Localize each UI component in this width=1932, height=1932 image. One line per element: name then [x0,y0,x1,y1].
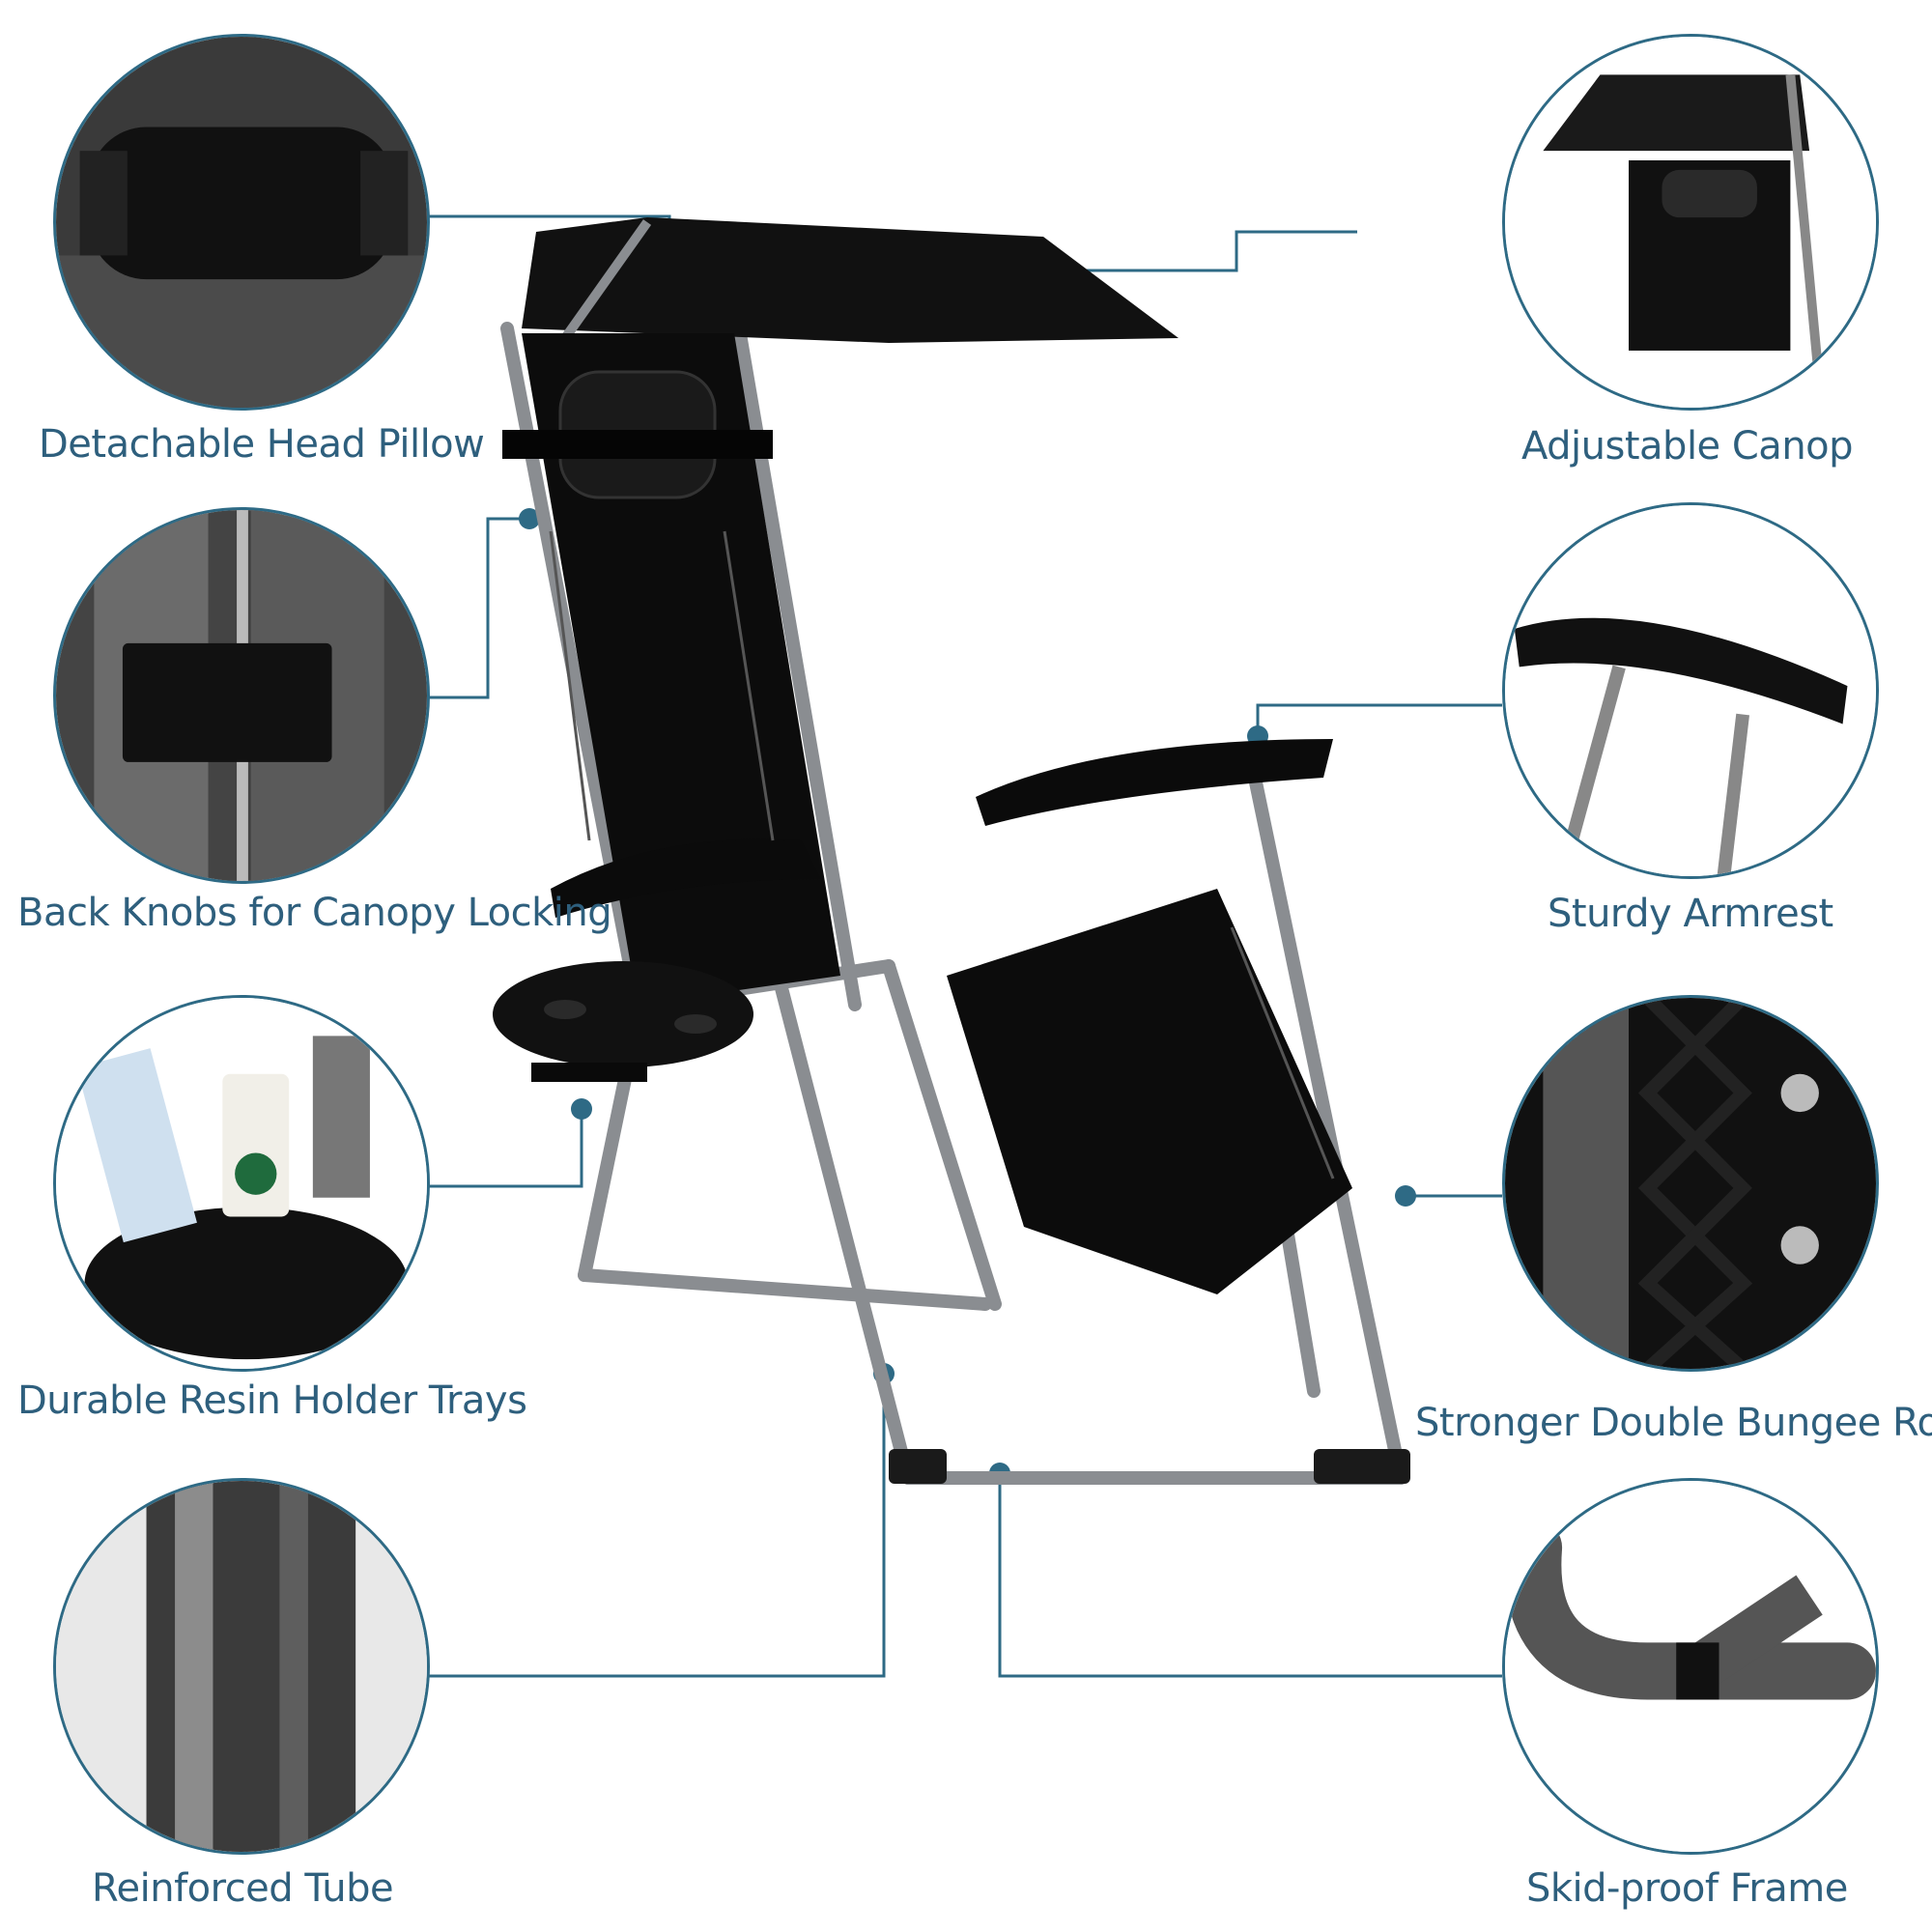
label-skid-proof-frame: Skid-proof Frame [1526,1866,1848,1911]
canopy-closeup [1502,34,1879,411]
label-holder-trays: Durable Resin Holder Trays [17,1378,527,1423]
pillow-closeup [53,34,430,411]
label-back-knobs: Back Knobs for Canopy Locking [17,891,612,935]
label-reinforced-tube: Reinforced Tube [92,1866,394,1911]
tube-texture-closeup [53,1478,430,1855]
label-head-pillow: Detachable Head Pillow [39,422,485,467]
zero-gravity-chair [493,217,1410,1485]
label-bungee-rope: Stronger Double Bungee Rope [1415,1401,1932,1445]
frame-bend-closeup [1502,1478,1879,1855]
bungee-rope-closeup [1502,995,1879,1372]
label-armrest: Sturdy Armrest [1548,892,1833,936]
armrest-closeup [1502,502,1879,879]
label-canopy: Adjustable Canop [1521,424,1854,469]
cupholder-tray-closeup [53,995,430,1372]
knob-closeup [53,507,430,884]
